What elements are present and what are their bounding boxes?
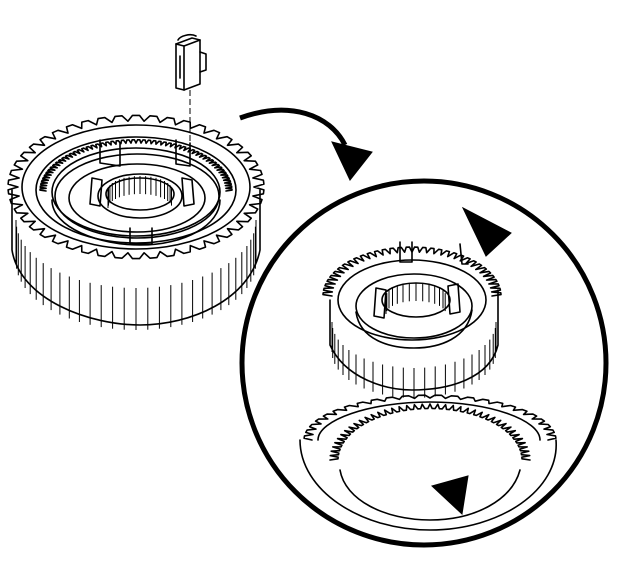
hub-outer-teeth <box>303 394 557 441</box>
hub-inner-teeth <box>329 403 531 461</box>
detail-view-circle <box>239 178 609 548</box>
sleeve-tooth-faces <box>331 322 497 398</box>
inner-tooth-row <box>39 139 233 192</box>
bore-splines <box>107 176 172 208</box>
inner-ring-teeth <box>39 139 233 192</box>
gear-tooth-faces <box>15 220 257 330</box>
bore-splines <box>385 283 446 314</box>
hub-tooth-row <box>329 403 531 461</box>
main-synchronizer-assembly <box>7 114 265 330</box>
detail-sleeve-assembly <box>322 241 502 398</box>
arrow-pointer-top <box>461 206 512 257</box>
curved-arrow <box>239 107 373 181</box>
hub-outer-tooth-row <box>303 394 557 441</box>
arrow-pointer-bottom <box>431 475 469 516</box>
detail-hub-ring <box>299 394 557 531</box>
outer-tooth-row <box>7 114 265 260</box>
synchronizer-key <box>175 33 207 165</box>
outer-gear-teeth <box>7 114 265 260</box>
